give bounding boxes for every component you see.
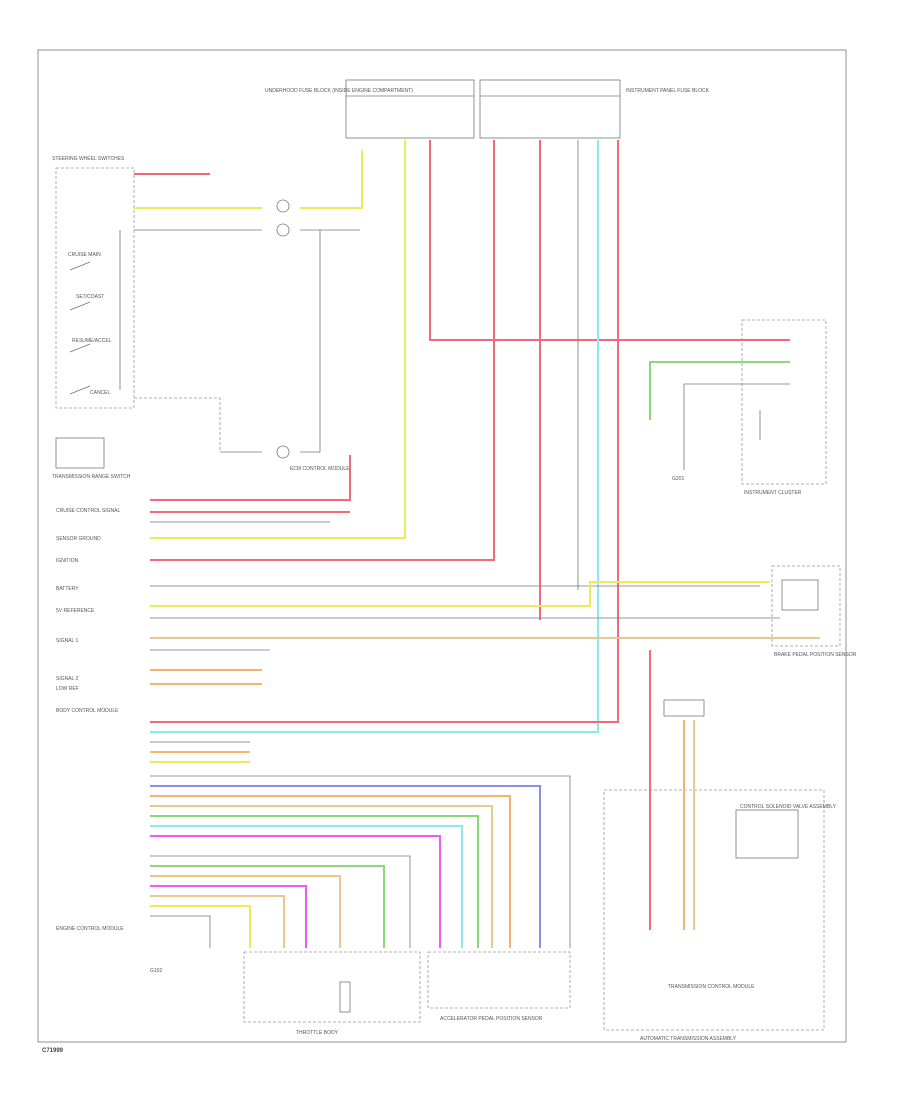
diagram-frame: [37, 49, 847, 1043]
fuse-block-right: INSTRUMENT PANEL FUSE BLOCK: [479, 79, 710, 139]
auto-trans-block: AUTOMATIC TRANSMISSION ASSEMBLY CONTROL …: [603, 789, 837, 1042]
steering-switch-block: STEERING WHEEL SWITCHES CRUISE MAIN SET/…: [52, 156, 135, 409]
fuse-block-left: UNDERHOOD FUSE BLOCK (INSIDE ENGINE COMP…: [265, 79, 475, 139]
throttle-body-block: THROTTLE BODY: [243, 951, 421, 1036]
cruise-main-label: CRUISE MAIN: [68, 252, 101, 258]
trans-block-label: CONTROL SOLENOID VALVE ASSEMBLY: [740, 804, 837, 810]
connector-circle-3: [276, 445, 290, 459]
brake-pedal-label: BRAKE PEDAL POSITION SENSOR: [774, 652, 857, 658]
side-label-7: SIGNAL 2: [56, 676, 79, 682]
auto-trans-label: AUTOMATIC TRANSMISSION ASSEMBLY: [640, 1036, 737, 1042]
throttle-body-label: THROTTLE BODY: [296, 1030, 339, 1036]
resume-switch-label: RESUME/ACCEL: [72, 338, 112, 344]
set-switch-label: SET/COAST: [76, 294, 104, 300]
side-label-1: CRUISE CONTROL SIGNAL: [56, 508, 120, 514]
tcm-connector: [663, 699, 705, 717]
ground-b-label: G102: [150, 968, 162, 974]
trans-range-switch-box: [55, 437, 105, 469]
tcm-label: TRANSMISSION CONTROL MODULE: [668, 984, 755, 990]
accel-pedal-block: ACCELERATOR PEDAL POSITION SENSOR: [427, 951, 571, 1022]
side-label-8: LOW REF: [56, 686, 79, 692]
instrument-cluster-label: INSTRUMENT CLUSTER: [744, 490, 802, 496]
accel-pedal-label: ACCELERATOR PEDAL POSITION SENSOR: [440, 1016, 543, 1022]
instrument-cluster-block: INSTRUMENT CLUSTER: [649, 319, 827, 496]
footer-code: C71999: [42, 1048, 64, 1054]
brake-pedal-sensor-block: BRAKE PEDAL POSITION SENSOR: [771, 565, 857, 658]
side-label-5: 5V REFERENCE: [56, 608, 95, 614]
cancel-switch-label: CANCEL: [90, 390, 111, 396]
ground-a-label: G201: [672, 476, 684, 482]
bcm-label: BODY CONTROL MODULE: [56, 708, 119, 714]
ecm-sub-label: ECM CONTROL MODULE: [290, 466, 350, 472]
ecm-label: ENGINE CONTROL MODULE: [56, 926, 124, 932]
side-label-4: BATTERY: [56, 586, 79, 592]
connector-circle-2: [276, 223, 290, 237]
side-label-6: SIGNAL 1: [56, 638, 79, 644]
side-label-2: SENSOR GROUND: [56, 536, 101, 542]
fuse-block-right-label: INSTRUMENT PANEL FUSE BLOCK: [626, 88, 710, 94]
connector-circle-1: [276, 199, 290, 213]
steering-switch-label: STEERING WHEEL SWITCHES: [52, 156, 125, 162]
fuse-block-left-label: UNDERHOOD FUSE BLOCK (INSIDE ENGINE COMP…: [265, 88, 413, 94]
trans-range-label: TRANSMISSION RANGE SWITCH: [52, 474, 131, 480]
top-connector-labels: CRUISE CONTROL SIGNAL SENSOR GROUND IGNI…: [56, 508, 120, 692]
side-label-3: IGNITION: [56, 558, 79, 564]
